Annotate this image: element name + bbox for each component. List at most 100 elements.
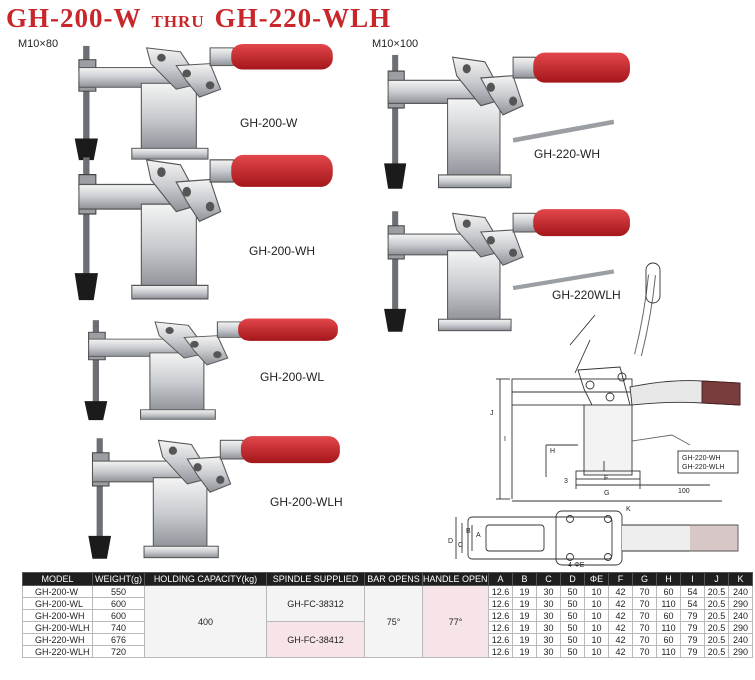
col-header: A	[488, 572, 513, 586]
weight-cell: 600	[92, 609, 145, 622]
dimension-cell: 42	[608, 645, 633, 658]
clamp-label-gh-200-wl: GH-200-WL	[260, 370, 325, 384]
dimension-cell: 20.5	[704, 597, 729, 610]
clamp-label-gh-220wlh: GH-220WLH	[552, 288, 621, 302]
dimension-cell: 30	[536, 609, 561, 622]
dimension-cell: 79	[680, 633, 705, 646]
handle-opens-cell: 77°	[422, 585, 489, 658]
col-header: C	[536, 572, 561, 586]
dimension-cell: 60	[656, 585, 681, 598]
dimension-cell: 42	[608, 621, 633, 634]
model-cell: GH-220-WLH	[22, 645, 93, 658]
dimension-cell: 42	[608, 597, 633, 610]
dimension-cell: 20.5	[704, 609, 729, 622]
spec-table: MODEL WEIGHT(g) HOLDING CAPACITY(kg) SPI…	[22, 572, 753, 658]
clamp-label-gh-200-w: GH-200-W	[240, 116, 298, 130]
spindle-cell: GH-FC-38412	[266, 621, 365, 658]
col-header: D	[560, 572, 585, 586]
dimension-cell: 60	[656, 633, 681, 646]
dimension-cell: 79	[680, 609, 705, 622]
dimension-cell: 20.5	[704, 645, 729, 658]
col-header: WEIGHT(g)	[92, 572, 145, 586]
col-header: BAR OPENS	[364, 572, 423, 586]
dimension-cell: 10	[584, 645, 609, 658]
dimension-cell: 110	[656, 621, 681, 634]
dimension-cell: 240	[728, 585, 753, 598]
dim-label-e: 4-ΦE	[568, 562, 585, 569]
size-label-right: M10×100	[372, 38, 419, 50]
dimension-cell: 30	[536, 621, 561, 634]
dimension-cell: 290	[728, 597, 753, 610]
bar-opens-cell: 75°	[364, 585, 423, 658]
dimension-cell: 70	[632, 645, 657, 658]
dimension-cell: 50	[560, 621, 585, 634]
dimension-cell: 10	[584, 597, 609, 610]
clamp-label-gh-200-wlh: GH-200-WLH	[270, 495, 343, 509]
title-left: GH-200-W	[6, 3, 142, 33]
dimension-cell: 12.6	[488, 645, 513, 658]
weight-cell: 740	[92, 621, 145, 634]
dimension-cell: 19	[512, 609, 537, 622]
clamp-label-gh-220-wh: GH-220-WH	[534, 147, 601, 161]
dimension-cell: 70	[632, 597, 657, 610]
clamp-image-gh-220wlh	[372, 205, 634, 340]
spec-header-row: MODEL WEIGHT(g) HOLDING CAPACITY(kg) SPI…	[22, 572, 753, 586]
drawing-note-2: GH-220-WLH	[682, 464, 724, 471]
dimension-cell: 19	[512, 621, 537, 634]
dimension-cell: 42	[608, 609, 633, 622]
model-cell: GH-200-WL	[22, 597, 93, 610]
col-header: ΦE	[584, 572, 609, 586]
title-mid: THRU	[151, 12, 205, 31]
col-header: K	[728, 572, 753, 586]
dimension-cell: 19	[512, 645, 537, 658]
dimension-cell: 42	[608, 585, 633, 598]
dim-label-100: 100	[678, 488, 690, 495]
model-cell: GH-200-WLH	[22, 621, 93, 634]
dimension-cell: 10	[584, 633, 609, 646]
dimension-cell: 70	[632, 633, 657, 646]
dimension-cell: 12.6	[488, 621, 513, 634]
dimension-cell: 19	[512, 585, 537, 598]
dimension-cell: 12.6	[488, 609, 513, 622]
size-label-left: M10×80	[18, 38, 59, 50]
dimension-cell: 60	[656, 609, 681, 622]
dimension-cell: 20.5	[704, 633, 729, 646]
dim-label-3: 3	[564, 478, 568, 485]
weight-cell: 676	[92, 633, 145, 646]
dimension-cell: 50	[560, 585, 585, 598]
dimension-cell: 290	[728, 621, 753, 634]
dim-label-f: F	[604, 475, 608, 482]
clamp-image-gh-200-wh	[62, 150, 337, 310]
dimension-cell: 12.6	[488, 633, 513, 646]
col-header: J	[704, 572, 729, 586]
model-cell: GH-220-WH	[22, 633, 93, 646]
col-header: F	[608, 572, 633, 586]
dim-label-c: C	[458, 542, 463, 549]
dim-label-j: J	[490, 410, 494, 417]
dimension-cell: 19	[512, 633, 537, 646]
dimension-cell: 42	[608, 633, 633, 646]
dim-label-i: I	[504, 436, 506, 443]
dimension-cell: 10	[584, 609, 609, 622]
col-header: HOLDING CAPACITY(kg)	[144, 572, 267, 586]
clamp-image-gh-200-w	[62, 40, 337, 168]
dimension-cell: 20.5	[704, 621, 729, 634]
dimension-cell: 79	[680, 645, 705, 658]
holding-capacity-cell: 400	[144, 585, 267, 658]
spindle-cell: GH-FC-38312	[266, 585, 365, 622]
model-cell: GH-200-WH	[22, 609, 93, 622]
dimension-cell: 20.5	[704, 585, 729, 598]
dimension-cell: 10	[584, 621, 609, 634]
dimension-cell: 12.6	[488, 597, 513, 610]
dimension-cell: 50	[560, 633, 585, 646]
dim-label-g: G	[604, 490, 609, 497]
dimension-cell: 10	[584, 585, 609, 598]
dim-label-h: H	[550, 448, 555, 455]
model-cell: GH-200-W	[22, 585, 93, 598]
